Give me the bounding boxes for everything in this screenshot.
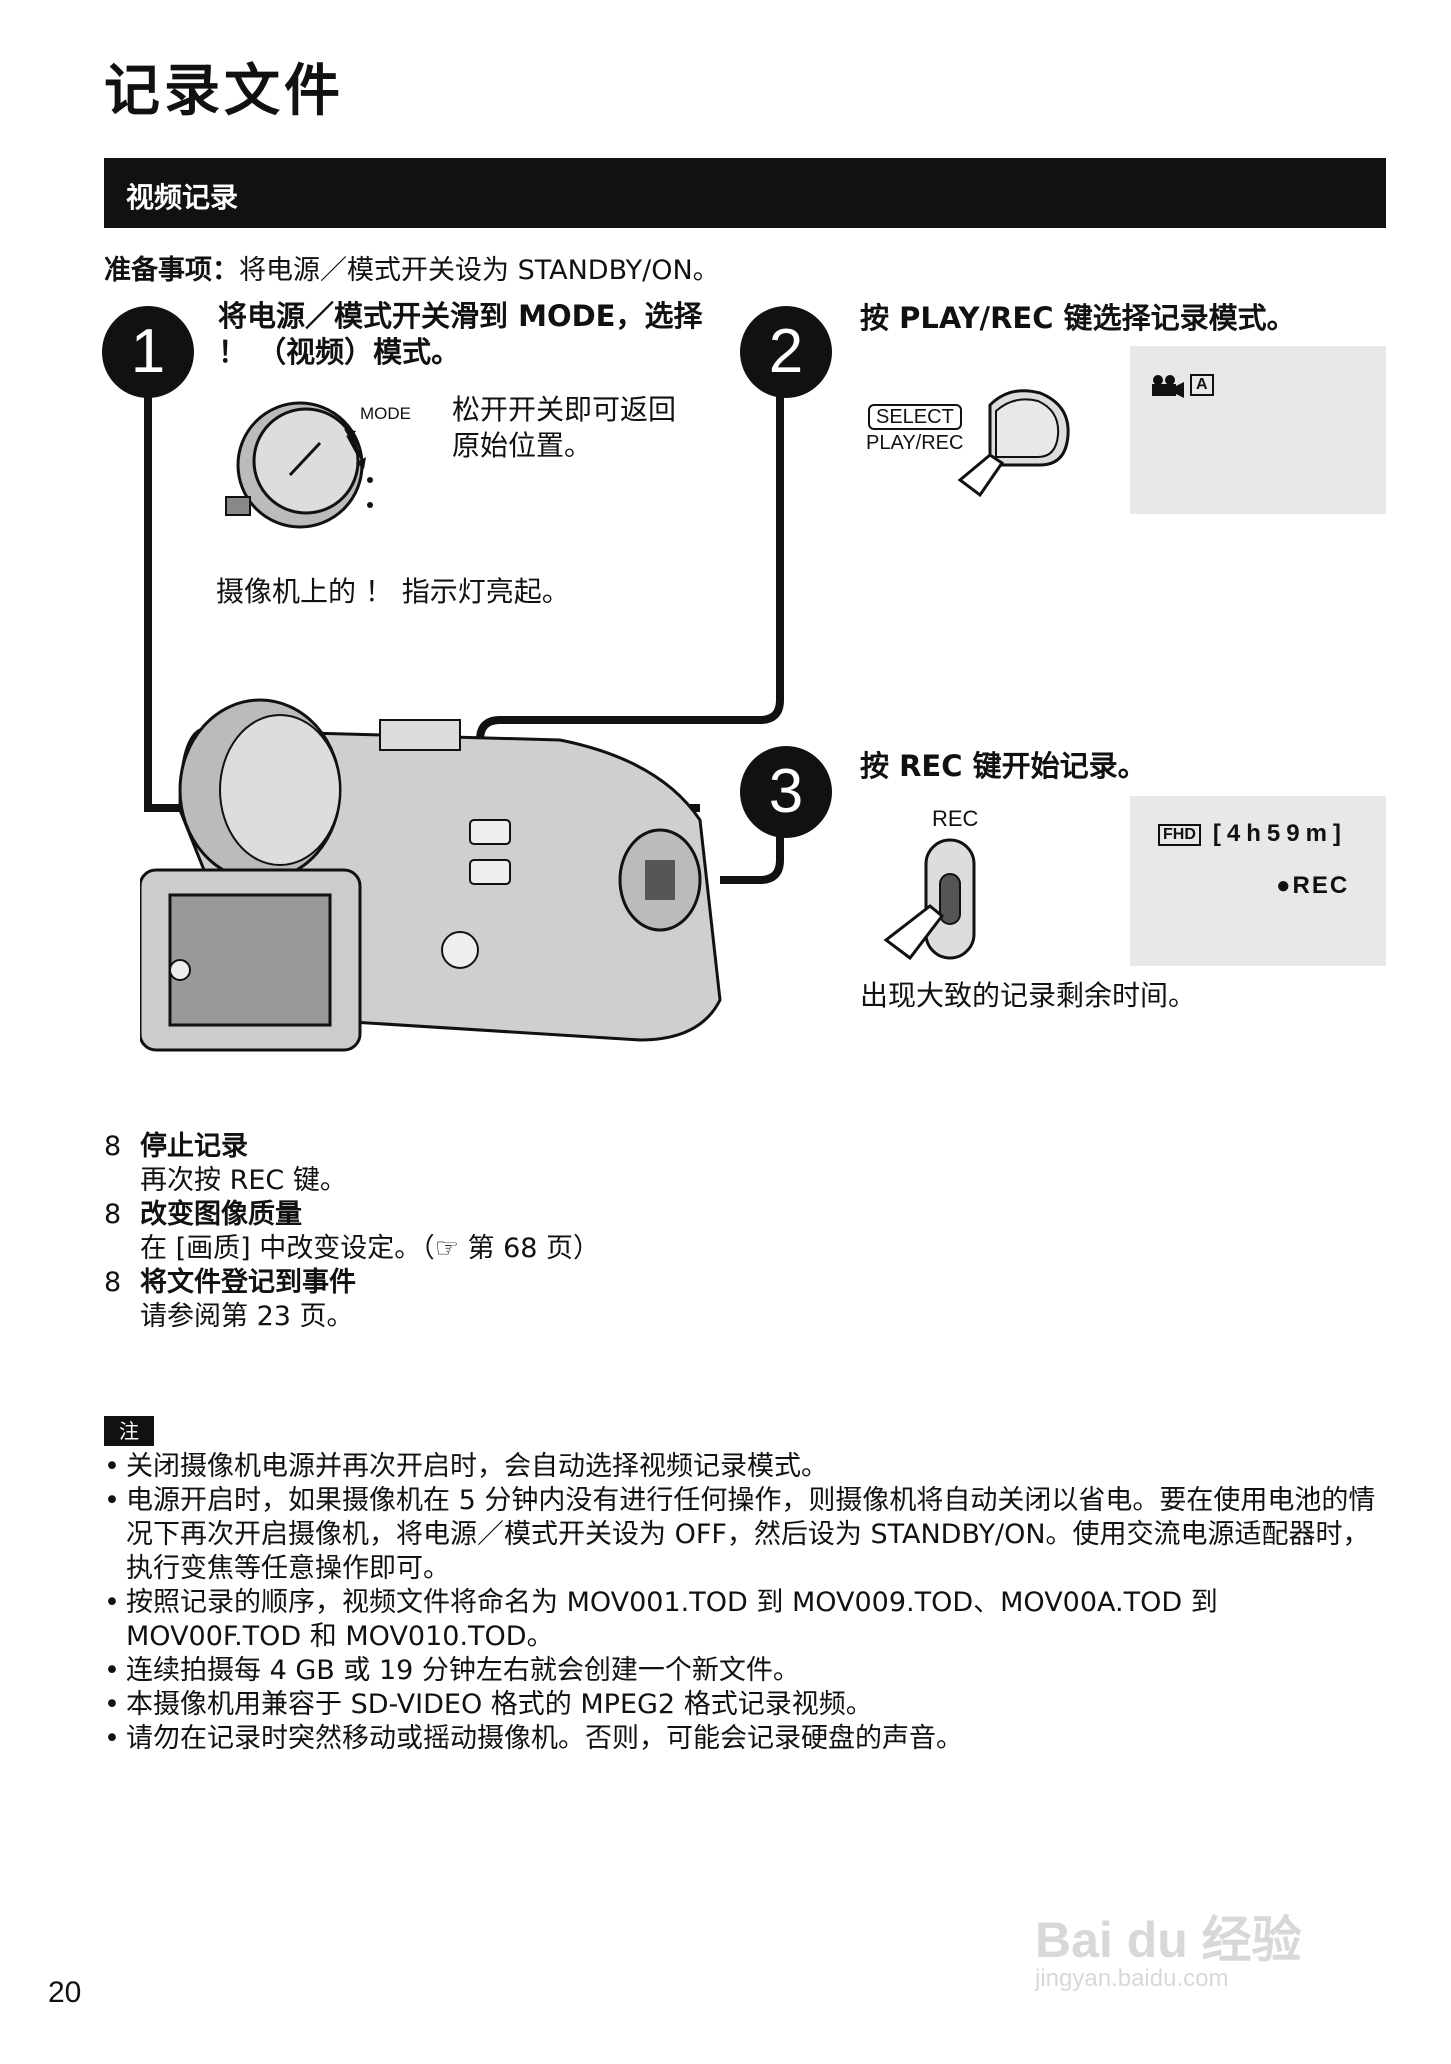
recording-time: FHD [4h59m] <box>1158 820 1347 848</box>
preparation-note: 准备事项：将电源／模式开关设为 STANDBY/ON。 <box>104 248 720 287</box>
step-2-number: 2 <box>740 306 832 398</box>
rec-status: ●REC <box>1276 872 1350 899</box>
remaining-time: [4h59m] <box>1212 820 1347 847</box>
step-3-number: 3 <box>740 746 832 838</box>
camcorder-illustration <box>140 698 722 1052</box>
indicator-note: 摄像机上的 ！ 指示灯亮起。 <box>216 575 570 608</box>
release-note-line-1: 松开开关即可返回 <box>452 393 677 426</box>
tip-text: 在 [画质] 中改变设定。（☞ 第 68 页） <box>140 1233 601 1264</box>
note-item: •请勿在记录时突然移动或摇动摄像机。否则，可能会记录硬盘的声音。 <box>104 1723 963 1754</box>
section-header: 视频记录 <box>104 158 1386 228</box>
notes-list: •关闭摄像机电源并再次开启时，会自动选择视频记录模式。 •电源开启时，如果摄像机… <box>104 1450 1394 1756</box>
note-text: 本摄像机用兼容于 SD-VIDEO 格式的 MPEG2 格式记录视频。 <box>126 1689 873 1720</box>
select-label: SELECT <box>868 404 962 430</box>
remaining-time-note: 出现大致的记录剩余时间。 <box>860 979 1197 1012</box>
fhd-badge: FHD <box>1158 823 1201 846</box>
tip-heading: 改变图像质量 <box>140 1199 302 1230</box>
tip-marker: 8 <box>104 1199 122 1230</box>
note-label: 注 <box>104 1416 154 1446</box>
step-1-number: 1 <box>102 306 194 398</box>
tip-text: 请参阅第 23 页。 <box>140 1301 354 1332</box>
tips-list: 8 停止记录 再次按 REC 键。 8 改变图像质量 在 [画质] 中改变设定。（☞… <box>104 1130 600 1334</box>
step-1-title-line-2: ！ （视频）模式。 <box>218 335 461 369</box>
tip-item: 8 停止记录 再次按 REC 键。 <box>104 1130 600 1198</box>
tip-marker: 8 <box>104 1131 122 1162</box>
playrec-label: PLAY/REC <box>866 432 964 454</box>
auto-mode-badge: A <box>1190 374 1214 396</box>
prep-label: 准备事项： <box>104 255 239 286</box>
tip-item: 8 将文件登记到事件 请参阅第 23 页。 <box>104 1266 600 1334</box>
page-title: 记录文件 <box>104 59 344 124</box>
recording-lcd: FHD [4h59m] ●REC <box>1130 796 1386 966</box>
tip-text: 再次按 REC 键。 <box>140 1165 347 1196</box>
note-text: 关闭摄像机电源并再次开启时，会自动选择视频记录模式。 <box>126 1451 828 1482</box>
mode-label: MODE <box>360 404 411 423</box>
step-2-title: 按 PLAY/REC 键选择记录模式。 <box>860 301 1296 335</box>
note-text: 电源开启时，如果摄像机在 5 分钟内没有进行任何操作，则摄像机将自动关闭以省电。… <box>126 1485 1376 1584</box>
note-item: •本摄像机用兼容于 SD-VIDEO 格式的 MPEG2 格式记录视频。 <box>104 1689 873 1720</box>
rec-label: REC <box>932 806 979 831</box>
step-1-title-line-1: 将电源／模式开关滑到 MODE，选择 <box>218 299 703 333</box>
release-note: 松开开关即可返回 原始位置。 <box>452 392 676 464</box>
step-1-title: 将电源／模式开关滑到 MODE，选择 ！ （视频）模式。 <box>218 298 703 370</box>
tip-heading: 将文件登记到事件 <box>140 1267 356 1298</box>
rec-button-icon <box>883 838 976 961</box>
section-title: 视频记录 <box>126 181 239 214</box>
note-item: •电源开启时，如果摄像机在 5 分钟内没有进行任何操作，则摄像机将自动关闭以省电… <box>104 1484 1394 1586</box>
tip-item: 8 改变图像质量 在 [画质] 中改变设定。（☞ 第 68 页） <box>104 1198 600 1266</box>
prep-text: 将电源／模式开关设为 STANDBY/ON。 <box>239 255 720 286</box>
step-3-title: 按 REC 键开始记录。 <box>860 749 1147 783</box>
release-note-line-2: 原始位置。 <box>452 429 593 462</box>
mode-lcd: A <box>1130 346 1386 514</box>
playrec-button-icon <box>957 389 1070 498</box>
note-item: •连续拍摄每 4 GB 或 19 分钟左右就会创建一个新文件。 <box>104 1655 800 1686</box>
tip-heading: 停止记录 <box>140 1131 248 1162</box>
note-text: 按照记录的顺序，视频文件将命名为 MOV001.TOD 到 MOV009.TOD… <box>126 1587 1218 1652</box>
tip-marker: 8 <box>104 1267 122 1298</box>
note-item: •按照记录的顺序，视频文件将命名为 MOV001.TOD 到 MOV009.TO… <box>104 1586 1394 1654</box>
page-number: 20 <box>48 1976 82 2009</box>
mode-dial-icon <box>225 401 373 529</box>
watermark-brand: Bai du 经验 <box>1035 1912 1302 1968</box>
video-camera-icon <box>1152 375 1184 398</box>
note-item: •关闭摄像机电源并再次开启时，会自动选择视频记录模式。 <box>104 1451 828 1482</box>
note-text: 请勿在记录时突然移动或摇动摄像机。否则，可能会记录硬盘的声音。 <box>126 1723 963 1754</box>
note-text: 连续拍摄每 4 GB 或 19 分钟左右就会创建一个新文件。 <box>126 1655 800 1686</box>
watermark-url: jingyan.baidu.com <box>1035 1965 1229 1992</box>
